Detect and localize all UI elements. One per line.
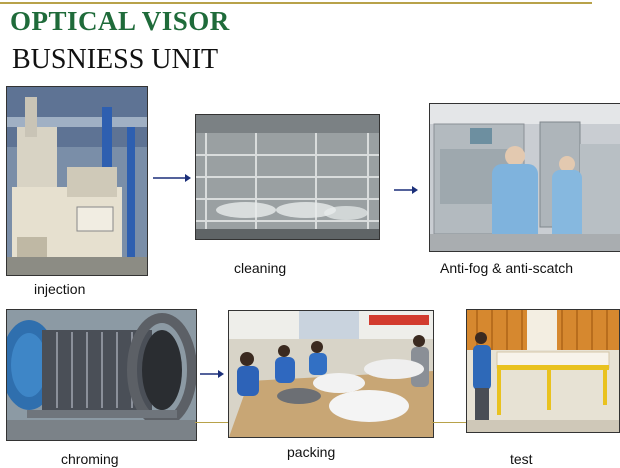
label-injection: injection (34, 281, 86, 297)
connector-line (432, 422, 466, 423)
photo-cleaning (195, 114, 380, 240)
arrow-right-icon (394, 184, 418, 196)
photo-injection (6, 86, 148, 276)
photo-antifog (429, 103, 620, 252)
label-cleaning: cleaning (234, 260, 287, 276)
photo-chroming (6, 309, 197, 441)
arrow-right-icon (153, 172, 191, 184)
title-line-1: OPTICAL VISOR (10, 6, 230, 36)
photo-test (466, 309, 620, 433)
photo-packing (228, 310, 434, 438)
connector-line (195, 422, 229, 423)
label-packing: packing (287, 444, 336, 460)
title-line-2: BUSNIESS UNIT (12, 44, 219, 75)
label-test: test (510, 451, 533, 467)
arrow-right-icon (200, 368, 224, 380)
label-antifog: Anti-fog & anti-scatch (440, 260, 574, 276)
header-rule (0, 2, 592, 4)
label-chroming: chroming (61, 451, 119, 467)
